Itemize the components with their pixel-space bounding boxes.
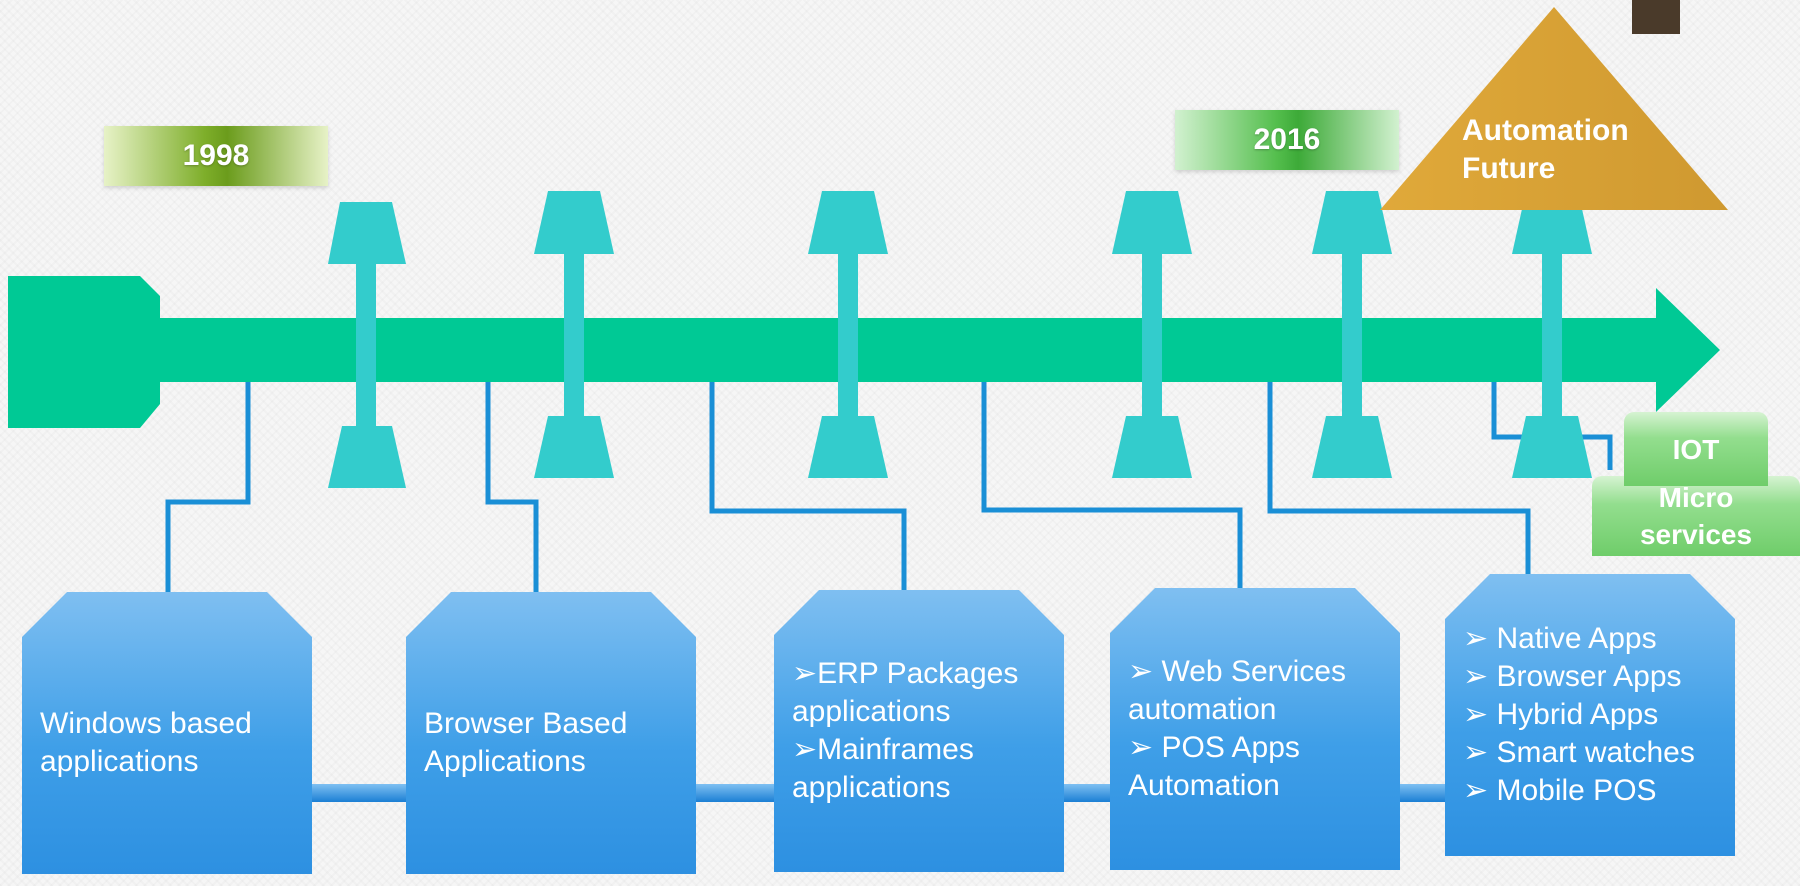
year-1998-badge: 1998 [104, 126, 328, 186]
circuit-connectors [165, 382, 1613, 592]
era-line: ➢ Hybrid Apps [1463, 698, 1659, 731]
era-line: Browser Based [424, 707, 628, 740]
era-line: ➢ Web Services [1128, 655, 1346, 688]
pin-2 [534, 191, 614, 478]
timeline-arrow [8, 276, 1720, 428]
era-line: ➢ Mobile POS [1463, 774, 1657, 807]
iot-label: IOT [1672, 433, 1720, 465]
future-triangle [1380, 7, 1728, 210]
pin-4 [1112, 191, 1192, 478]
era-line: applications [792, 695, 951, 728]
era-line: applications [40, 745, 199, 778]
timeline-pins [328, 191, 1592, 488]
connector-era-4 [981, 382, 1243, 588]
year-2016-badge: 2016 [1175, 110, 1399, 170]
pin-5 [1312, 191, 1392, 478]
era-line: ➢Mainframes [792, 733, 974, 766]
era-box-windows: Windows based applications [22, 592, 312, 874]
era-line: ➢ Smart watches [1463, 736, 1695, 769]
era-box-browser: Browser Based Applications [406, 592, 696, 874]
future-label: Automation Future [1462, 114, 1629, 185]
corner-decoration [1632, 0, 1680, 34]
era-box-mobile: ➢ Native Apps ➢ Browser Apps ➢ Hybrid Ap… [1445, 574, 1735, 856]
era-line: applications [792, 771, 951, 804]
pin-1 [328, 202, 406, 488]
era-box-erp: ➢ERP Packages applications ➢Mainframes a… [774, 590, 1064, 872]
micro-services-tag: Micro services [1592, 476, 1800, 556]
era-line: automation [1128, 693, 1277, 726]
era-line: ➢ Browser Apps [1463, 660, 1682, 693]
era-line: Applications [424, 745, 586, 778]
connector-era-2 [485, 382, 539, 592]
era-line: Windows based [40, 707, 252, 740]
era-box-web-services: ➢ Web Services automation ➢ POS Apps Aut… [1110, 588, 1400, 870]
pin-3 [808, 191, 888, 478]
iot-tag: IOT [1624, 412, 1768, 486]
connector-era-1 [165, 382, 251, 592]
micro-services-label: Micro services [1639, 482, 1753, 550]
era-line: ➢ Native Apps [1463, 622, 1657, 655]
era-line: ➢ POS Apps [1128, 731, 1300, 764]
connector-era-3 [709, 382, 907, 590]
era-line: ➢ERP Packages [792, 657, 1019, 690]
connector-era-5 [1267, 382, 1531, 574]
era-line: Automation [1128, 769, 1280, 802]
